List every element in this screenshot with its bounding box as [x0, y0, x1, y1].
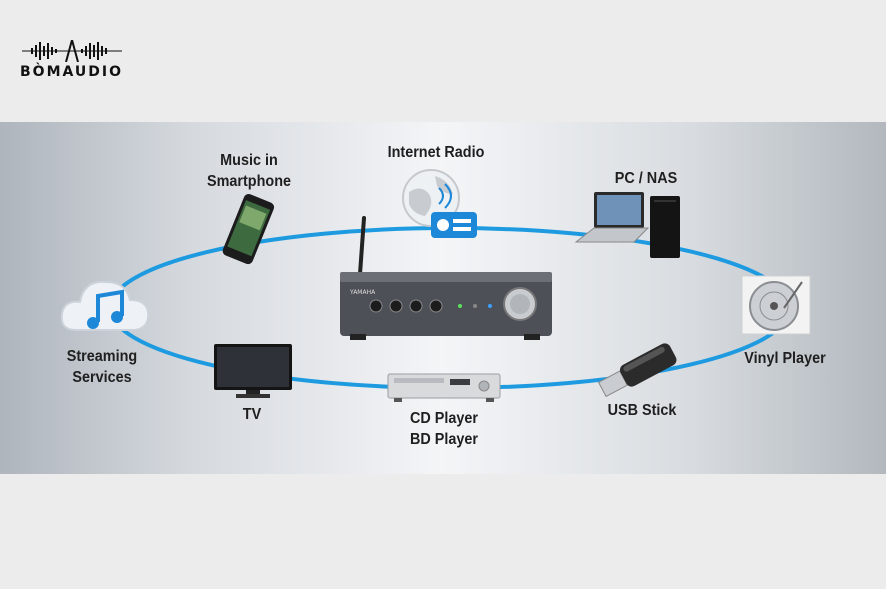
- label-cd-bd: CD Player BD Player: [390, 408, 498, 450]
- label-tv: TV: [225, 404, 279, 425]
- label-pc-nas: PC / NAS: [601, 168, 691, 189]
- label-line: Music in: [220, 152, 278, 169]
- connectivity-diagram: YAMAHA: [0, 122, 886, 474]
- soundwave-icon: [22, 36, 122, 63]
- label-line: Streaming: [66, 348, 138, 365]
- label-streaming: Streaming Services: [57, 346, 147, 388]
- label-usb: USB Stick: [597, 400, 687, 421]
- brand-logo: BÒMAUDIO: [20, 36, 130, 84]
- cloud-music-icon: [60, 280, 150, 331]
- smartphone-icon: [222, 193, 275, 265]
- label-line: Services: [72, 369, 132, 386]
- label-line: USB Stick: [607, 402, 677, 419]
- logo-text: BÒMAUDIO: [20, 64, 124, 80]
- svg-text:YAMAHA: YAMAHA: [349, 289, 376, 296]
- network-amplifier-icon: YAMAHA: [340, 216, 552, 340]
- label-smartphone: Music in Smartphone: [204, 150, 294, 192]
- label-line: BD Player: [409, 431, 479, 448]
- laptop-nas-icon: [574, 192, 680, 258]
- label-line: Smartphone: [206, 173, 292, 190]
- label-line: PC / NAS: [614, 170, 678, 187]
- vinyl-record-icon: [741, 275, 811, 335]
- label-internet-radio: Internet Radio: [382, 142, 490, 163]
- cd-player-icon: [387, 373, 501, 402]
- tv-icon: [214, 344, 292, 398]
- internet-radio-icon: [402, 169, 477, 238]
- label-line: Internet Radio: [387, 144, 485, 161]
- label-line: TV: [242, 406, 262, 423]
- label-vinyl: Vinyl Player: [736, 348, 835, 369]
- label-line: Vinyl Player: [744, 350, 826, 367]
- label-line: CD Player: [409, 410, 479, 427]
- usb-stick-icon: [597, 343, 677, 398]
